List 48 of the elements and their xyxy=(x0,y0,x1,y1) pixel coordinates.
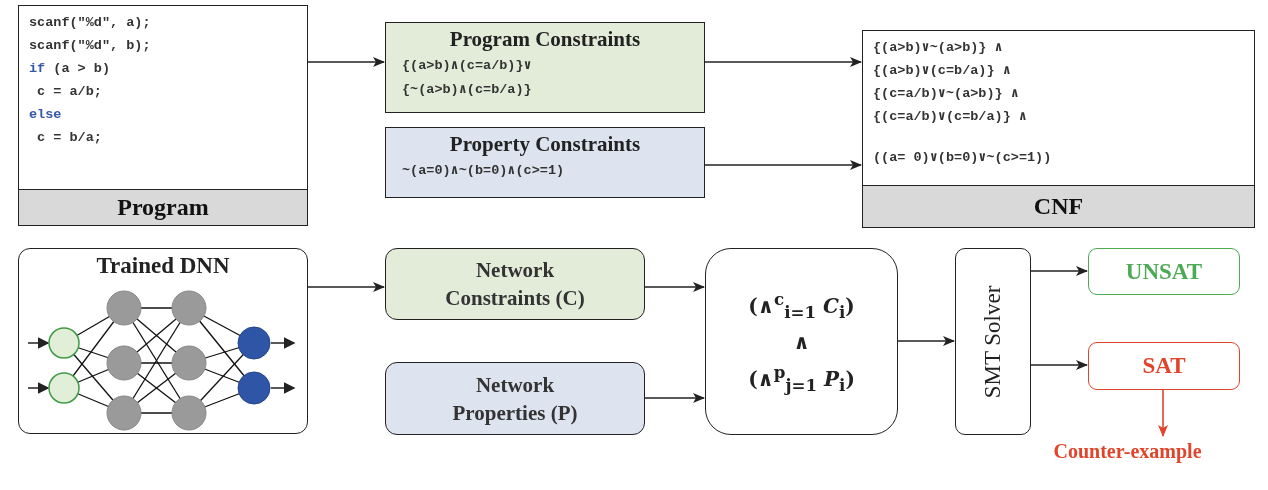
arrow xyxy=(1158,389,1168,437)
arrow xyxy=(307,57,385,67)
math-formula: (∧$^{p}$$_{j=1}$ P$_{i}$) xyxy=(748,360,855,397)
code-panel xyxy=(862,30,1255,228)
box-label: Network Properties (P) xyxy=(451,371,579,427)
code-line: {(a>b)∨~(a>b)} ∧ xyxy=(873,39,1003,57)
formula-text: ~(a=0)∧~(b=0)∧(c>=1) xyxy=(401,162,566,180)
constraint-box xyxy=(385,22,705,113)
arrow xyxy=(644,282,705,292)
code-line: scanf("%d", a); xyxy=(29,14,151,32)
arrow xyxy=(307,282,385,292)
math-formula: (∧$^{c}$$_{i=1}$ C$_{i}$) xyxy=(748,287,855,324)
code-line: {(c=a/b)∨~(a>b)} ∧ xyxy=(873,85,1019,103)
panel-title: Trained DNN xyxy=(96,253,230,279)
box-label: UNSAT xyxy=(1125,258,1203,285)
math-formula: ∧ xyxy=(793,328,810,356)
arrow xyxy=(1030,360,1088,370)
code-line: c = b/a; xyxy=(36,129,102,147)
code-line: {(a>b)∨(c=b/a)} ∧ xyxy=(873,62,1011,80)
arrow xyxy=(897,336,955,346)
box-label: SMT Solver xyxy=(980,285,1006,398)
code-line: scanf("%d", b); xyxy=(29,37,151,55)
arrow xyxy=(704,160,862,170)
code-line: ((a= 0)∨(b=0)∨~(c>=1)) xyxy=(873,149,1052,167)
output-label: Counter-example xyxy=(1053,439,1202,463)
code-panel xyxy=(18,5,308,226)
arrow xyxy=(1030,266,1088,276)
constraint-box xyxy=(385,127,705,198)
code-line: if (a > b) xyxy=(29,60,110,78)
process-box xyxy=(385,362,645,435)
formula-box xyxy=(705,248,898,435)
formula-text: {(a>b)∧(c=a/b)}∨ {~(a>b)∧(c=b/a)} xyxy=(401,57,533,99)
box-label: Network Constraints (C) xyxy=(444,257,586,312)
code-line: c = a/b; xyxy=(36,83,102,101)
solver-box xyxy=(955,248,1031,435)
result-box xyxy=(1088,248,1240,295)
panel-caption: Program xyxy=(117,194,209,221)
box-title: Property Constraints xyxy=(449,132,641,157)
box-title: Program Constraints xyxy=(449,27,641,52)
result-box xyxy=(1088,342,1240,390)
code-line: else xyxy=(29,106,62,124)
arrow xyxy=(704,57,862,67)
box-label: SAT xyxy=(1142,353,1186,379)
code-line: {(c=a/b)∨(c=b/a)} ∧ xyxy=(873,108,1027,126)
process-box xyxy=(385,248,645,320)
arrow xyxy=(644,393,705,403)
network-panel xyxy=(18,248,308,434)
panel-caption: CNF xyxy=(1033,193,1084,220)
